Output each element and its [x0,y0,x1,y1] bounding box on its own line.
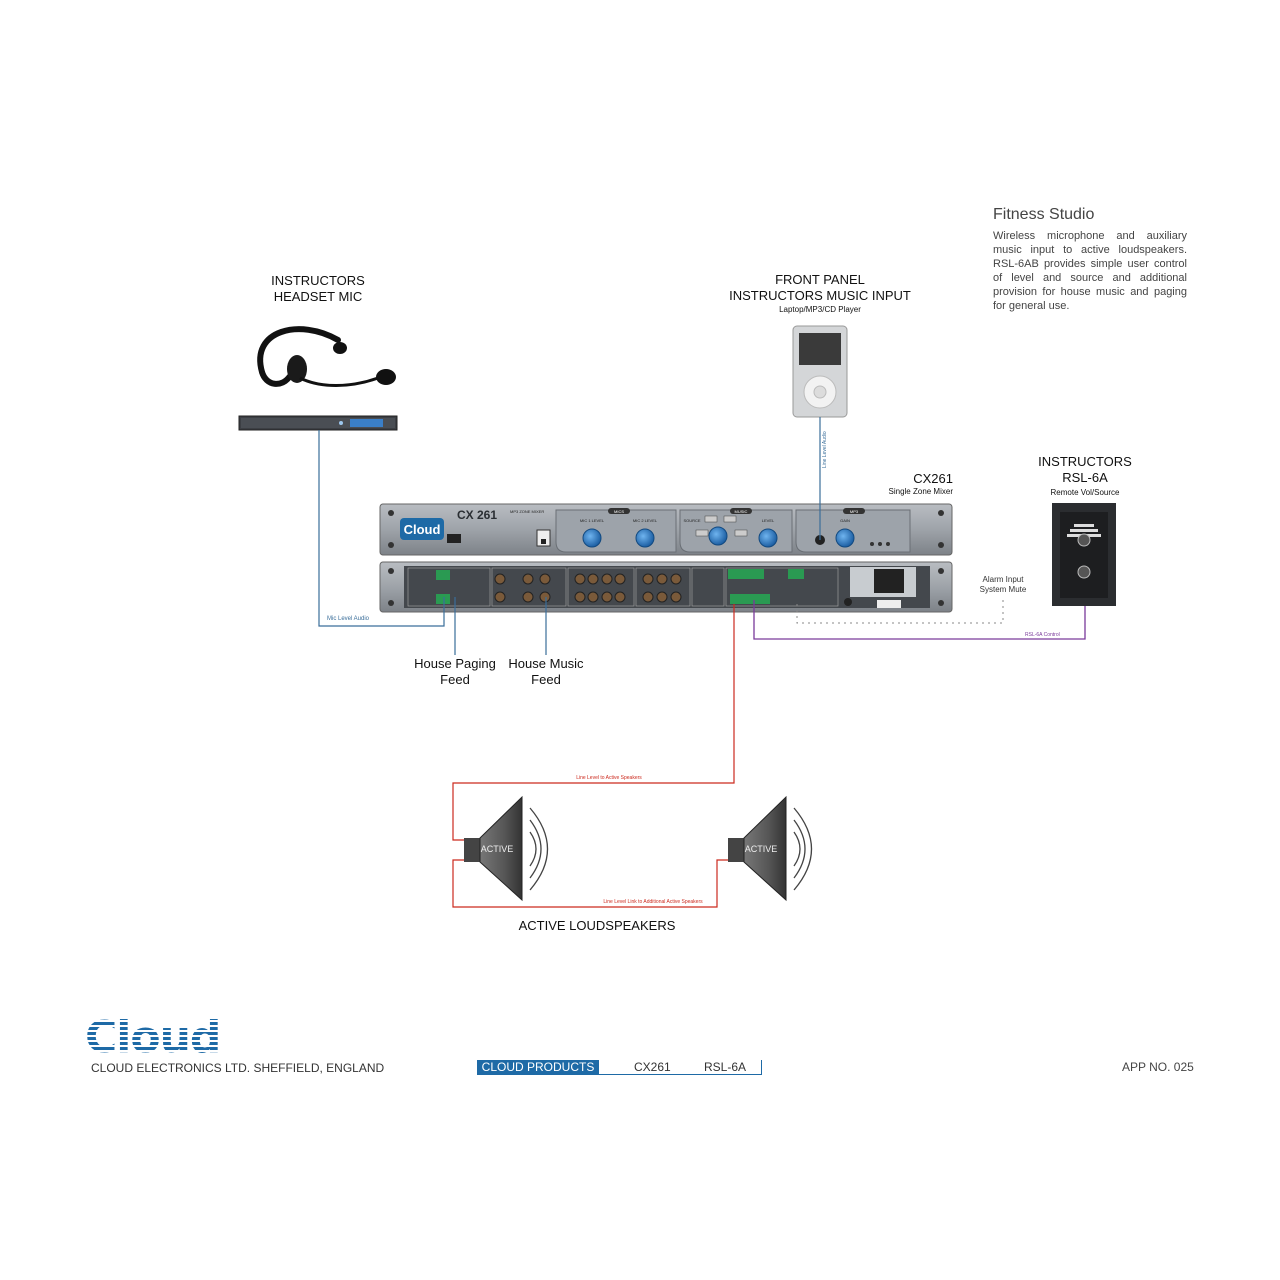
mic-level-audio-label: Mic Level Audio [327,616,370,622]
music-input-line1: FRONT PANEL [775,272,865,287]
house-music-label-line2: Feed [531,672,561,687]
alarm-input-cable: Alarm Input System Mute [796,575,1027,624]
cloud-logo: Cloud [85,1012,221,1063]
rca-jack [539,591,551,603]
rca-jack [601,573,613,585]
mixer-subtitle: Single Zone Mixer [889,487,954,496]
active-loudspeakers-title: ACTIVE LOUDSPEAKERS [519,918,676,933]
rsl-subtitle: Remote Vol/Source [1051,488,1120,497]
house-paging-label-line2: Feed [440,672,470,687]
active-speaker-1: ACTIVE [464,795,549,902]
rsl-control-cable: RSL-6A Control [753,600,1086,640]
rca-jack [574,573,586,585]
description-body: Wireless microphone and auxiliary music … [993,230,1187,312]
mixer-mic1-label: MIC 1 LEVEL [580,518,605,523]
products-tab: CLOUD PRODUCTS CX261 RSL-6A [477,1060,762,1075]
rca-jack [642,591,654,603]
rear-panel-jacks [494,573,682,603]
product-rsl-6a: RSL-6A [704,1060,747,1074]
headset-title-line1: INSTRUCTORS [271,273,365,288]
mixer-mp3-label: MP3 [850,509,859,514]
rca-jack [614,591,626,603]
rca-jack [587,573,599,585]
speaker-cables: Line Level to Active Speakers Line Level… [452,604,735,908]
line-level-audio-label: Line Level Audio [822,431,828,468]
cx261-rear-panel [379,561,953,613]
mixer-model: CX 261 [457,508,497,522]
rca-jack [574,591,586,603]
line-level-link-label: Line Level Link to Additional Active Spe… [603,899,703,905]
rca-jack [656,591,668,603]
wireless-receiver [238,415,398,431]
alarm-input-label: Alarm Input [983,575,1025,584]
active-speaker-2: ACTIVE [728,795,813,902]
rsl-6a-remote-panel [1052,503,1116,606]
line-level-active-label: Line Level to Active Speakers [576,775,642,781]
headset-mic-image [257,326,396,387]
rca-jack [642,573,654,585]
mixer-gain-label: GAIN [840,518,850,523]
mixer-music-label: MUSIC [735,509,748,514]
description-title: Fitness Studio [993,206,1095,223]
app-number: APP NO. 025 [1122,1060,1194,1074]
rca-jack [601,591,613,603]
music-input-sub: Laptop/MP3/CD Player [779,305,861,314]
speaker-2-active-label: ACTIVE [745,844,778,854]
house-music-label-line1: House Music [508,656,584,671]
mixer-panel-label: MP3 ZONE MIXER [510,509,544,514]
rca-jack [522,573,534,585]
rca-jack [656,573,668,585]
mixer-mics-label: MICS [614,509,624,514]
cx261-front-panel: Cloud CX 261 MP3 ZONE MIXER MICS MIC 1 L… [379,503,953,556]
mixer-source-label: SOURCE [683,518,700,523]
line-level-audio-cable: Line Level Audio [819,417,828,540]
mixer-name: CX261 [913,471,953,486]
house-feeds: House Paging Feed House Music Feed [414,597,584,687]
cloud-products-label: CLOUD PRODUCTS [477,1060,599,1074]
rsl-title-line1: INSTRUCTORS [1038,454,1132,469]
rca-jack [494,573,506,585]
rca-jack [522,591,534,603]
mixer-level-label: LEVEL [762,518,775,523]
rca-jack [494,591,506,603]
mixer-brand: Cloud [404,522,441,537]
mic-level-cable: Mic Level Audio [318,430,445,627]
speaker-1-active-label: ACTIVE [481,844,514,854]
music-input-line2: INSTRUCTORS MUSIC INPUT [729,288,911,303]
rsl-control-label: RSL-6A Control [1025,632,1060,638]
product-cx261: CX261 [634,1060,671,1074]
system-mute-label: System Mute [980,585,1027,594]
mixer-mic2-label: MIC 2 LEVEL [633,518,658,523]
house-paging-label-line1: House Paging [414,656,496,671]
rca-jack [587,591,599,603]
rca-jack [614,573,626,585]
mp3-player-image [792,325,848,418]
rca-jack [670,573,682,585]
headset-title-line2: HEADSET MIC [274,289,363,304]
rsl-title-line2: RSL-6A [1062,470,1108,485]
rca-jack [539,573,551,585]
company-name: CLOUD ELECTRONICS LTD. SHEFFIELD, ENGLAN… [91,1061,385,1075]
rca-jack [670,591,682,603]
